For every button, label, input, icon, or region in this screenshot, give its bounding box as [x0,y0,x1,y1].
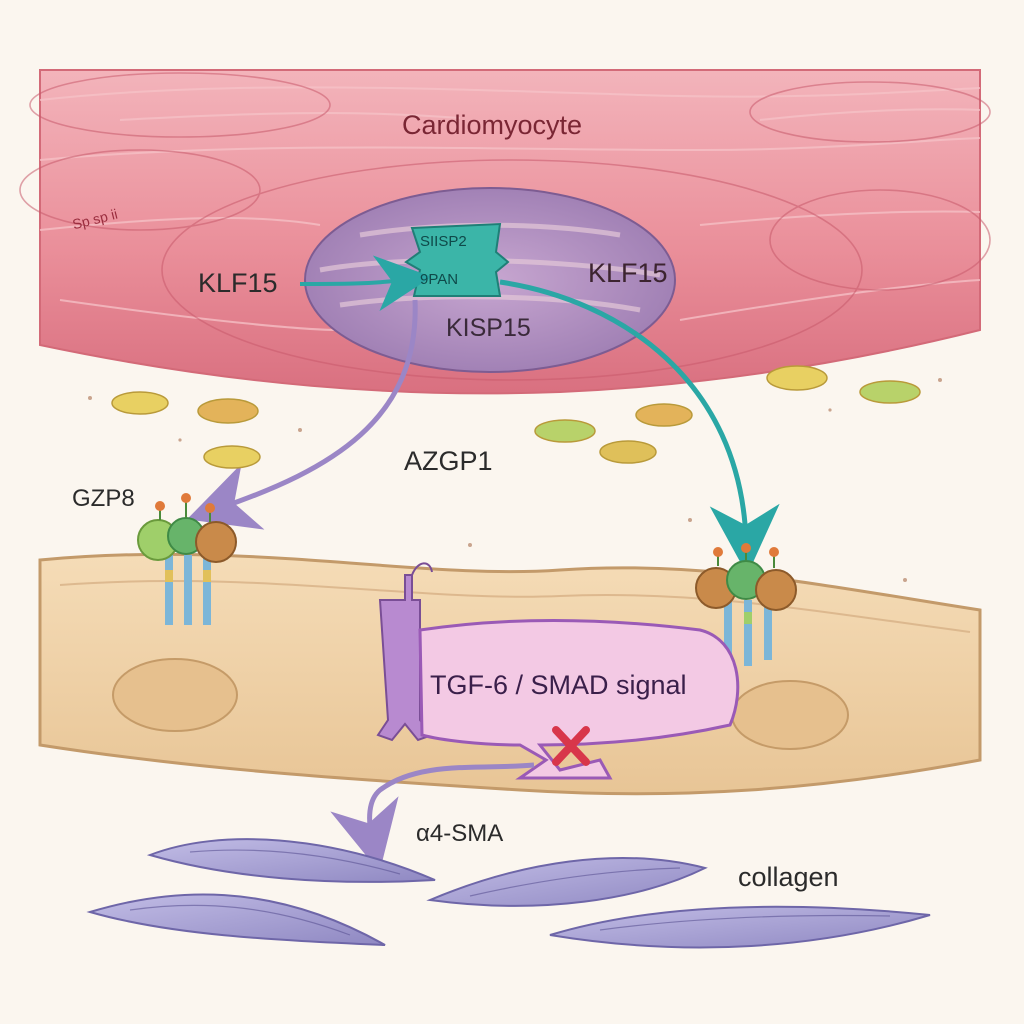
klf15-left-label: KLF15 [198,268,278,298]
kisp15-label: KISP15 [446,314,531,342]
asma-label: α4-SMA [416,820,504,847]
teal-secretion-arrow [499,279,780,575]
tgf-smad-box [418,619,740,780]
klf15-to-complex-arrow [299,255,432,312]
myocyte-cell-outlines [19,72,991,381]
klf15-right-label: KLF15 [588,258,668,288]
cardiomyocyte-label: Cardiomyocyte [402,110,583,140]
collagen-label: collagen [738,862,839,892]
myofibroblast-fibers [129,849,891,936]
receptor-icon-right [695,543,797,666]
x-mark-icon [552,726,590,766]
fibroblast-nucleus-right [731,680,849,750]
complex-top-label: SIISP2 [420,233,467,250]
tgf-smad-label: TGF-6 / SMAD signal [430,670,687,700]
receptor-icon-left [137,493,237,625]
myofiber-striations [39,86,981,331]
gzp8-label: GZP8 [72,485,135,512]
purple-secretion-arrow [186,299,418,530]
downstream-arrow [330,762,535,873]
complex-bottom-label: 9PAN [420,271,459,288]
fibroblast-inner-outline [59,579,971,633]
fibroblast-nucleus-left [112,658,238,732]
azgp1-label: AZGP1 [404,446,493,476]
azgp1-granules [111,365,921,469]
